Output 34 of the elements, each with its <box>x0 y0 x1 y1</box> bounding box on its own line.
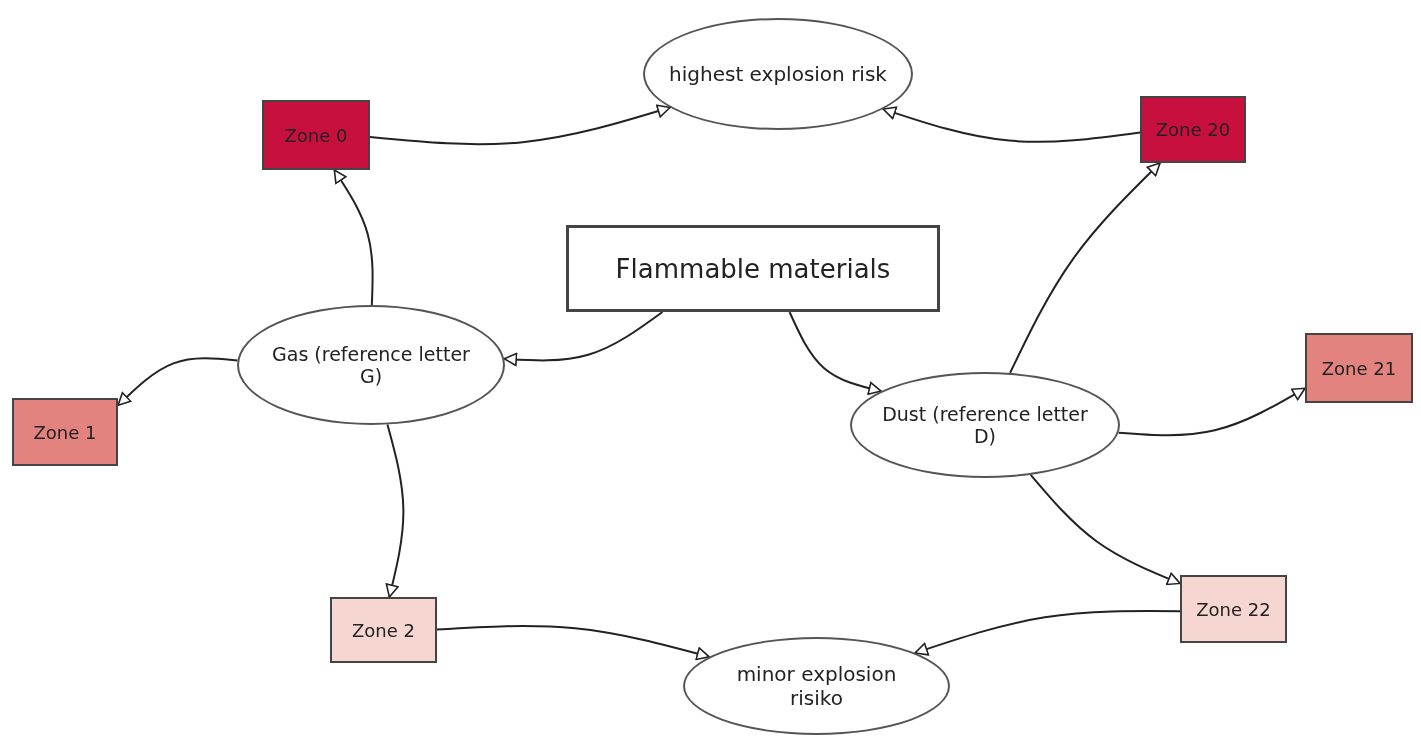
arrow <box>788 311 883 396</box>
node-label: Zone 22 <box>1196 598 1271 620</box>
arrow <box>117 357 239 407</box>
category-ellipse <box>237 305 505 425</box>
zone-box <box>1305 333 1413 403</box>
zone-box <box>262 100 370 170</box>
node-label: minor explosion risiko <box>735 662 898 710</box>
arrow <box>1029 473 1181 586</box>
zone-box <box>330 597 437 663</box>
category-ellipse <box>850 372 1120 478</box>
arrow <box>436 625 711 661</box>
risk-ellipse <box>643 18 913 130</box>
arrow <box>385 423 405 598</box>
arrow <box>914 610 1181 656</box>
node-label: Zone 0 <box>284 124 348 146</box>
node-label: Flammable materials <box>615 253 891 284</box>
risk-ellipse <box>683 637 950 735</box>
arrow <box>503 311 664 367</box>
title-box <box>566 225 940 312</box>
node-label: Dust (reference letter D) <box>881 403 1089 447</box>
node-label: Zone 2 <box>352 619 415 641</box>
node-label: highest explosion risk <box>669 62 887 86</box>
zone-box <box>1180 575 1287 643</box>
arrow <box>369 104 671 146</box>
node-label: Gas (reference letter G) <box>271 343 471 387</box>
arrow <box>1009 162 1161 374</box>
zone-box <box>1140 96 1246 163</box>
node-label: Zone 21 <box>1321 357 1397 379</box>
arrow <box>882 106 1141 143</box>
node-label: Zone 20 <box>1155 119 1231 140</box>
arrow <box>333 169 374 306</box>
arrow <box>1117 387 1306 437</box>
zone-box <box>12 398 118 466</box>
node-label: Zone 1 <box>33 421 97 443</box>
